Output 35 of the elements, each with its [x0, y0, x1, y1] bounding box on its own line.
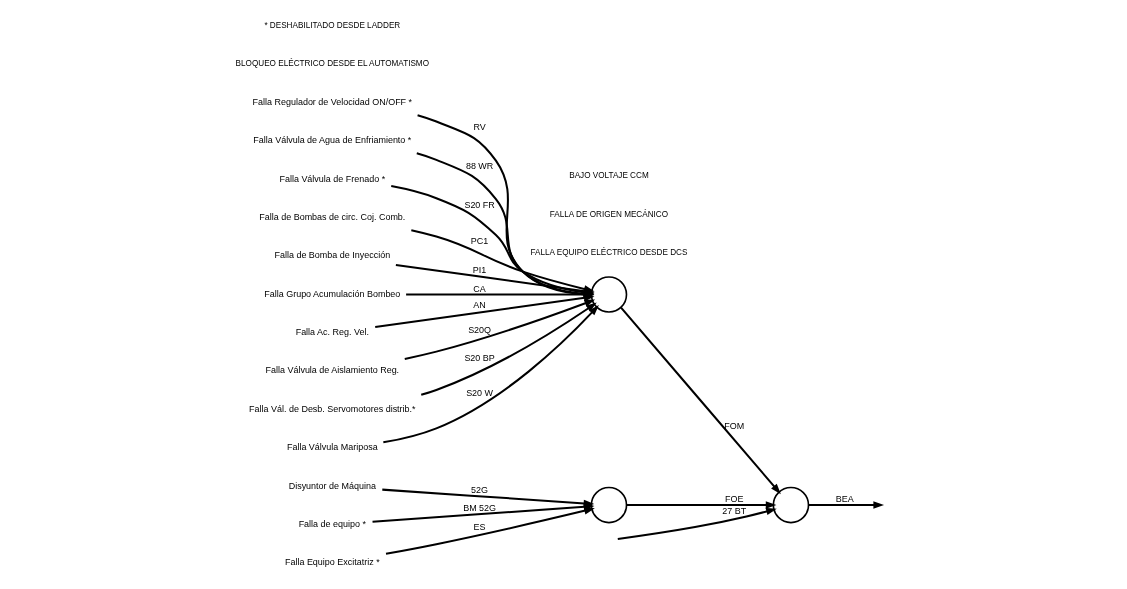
edge-label: S20 W: [466, 387, 494, 398]
edge-label: CA: [473, 283, 486, 294]
label: * DESHABILITADO DESDE LADDER: [264, 21, 401, 31]
node-text: Falla Válvula de Agua de Enfriamiento *: [253, 135, 412, 146]
edge-label: S20Q: [468, 324, 492, 335]
edge-label: AN: [473, 300, 486, 311]
edge-label: BEA: [835, 494, 854, 505]
node-text: Falla de Bombas de circ. Coj. Comb.: [259, 212, 406, 223]
edge-label: S20 BP: [464, 353, 495, 364]
edge-label: PI1: [472, 265, 487, 276]
node-text: Falla Válvula de Frenado *: [279, 173, 386, 184]
node-text: Falla Ac. Reg. Vel.: [295, 327, 369, 338]
edge-label: 52G: [471, 485, 489, 496]
edge-label: ES: [473, 522, 486, 533]
label: FALLA EQUIPO ELÉCTRICO DESDE DCS: [530, 247, 688, 257]
node-text: Falla de Bomba de Inyección: [274, 250, 391, 261]
label: BLOQUEO ELÉCTRICO DESDE EL AUTOMATISMO: [235, 59, 429, 69]
node-text: Falla Grupo Acumulación Bombeo: [264, 288, 401, 299]
label: BAJO VOLTAJE CCM: [569, 171, 649, 181]
edge-label: FOE: [725, 494, 744, 505]
edge-label: 88 WR: [465, 161, 494, 172]
edge-label: BM 52G: [463, 502, 497, 513]
edge-label: RV: [473, 122, 486, 133]
node-text: Falla Válvula Mariposa: [286, 442, 378, 453]
node-text: Falla Regulador de Velocidad ON/OFF *: [252, 97, 413, 108]
label: FALLA DE ORIGEN MECÁNICO: [549, 209, 669, 219]
node-text: Falla de equipo *: [298, 518, 366, 529]
node-text: Falla Vál. de Desb. Servomotores distrib.*: [249, 403, 416, 414]
node-text: Falla Válvula de Aislamiento Reg.: [265, 365, 400, 376]
node-text: Falla Equipo Excitatriz *: [284, 557, 380, 568]
edge-label: PC1: [470, 235, 489, 246]
edge-label: S20 FR: [464, 199, 495, 210]
edge-label: 27 BT: [722, 505, 747, 516]
edge-label: FOM: [724, 420, 745, 431]
node-text: Disyuntor de Máquina: [288, 480, 376, 491]
